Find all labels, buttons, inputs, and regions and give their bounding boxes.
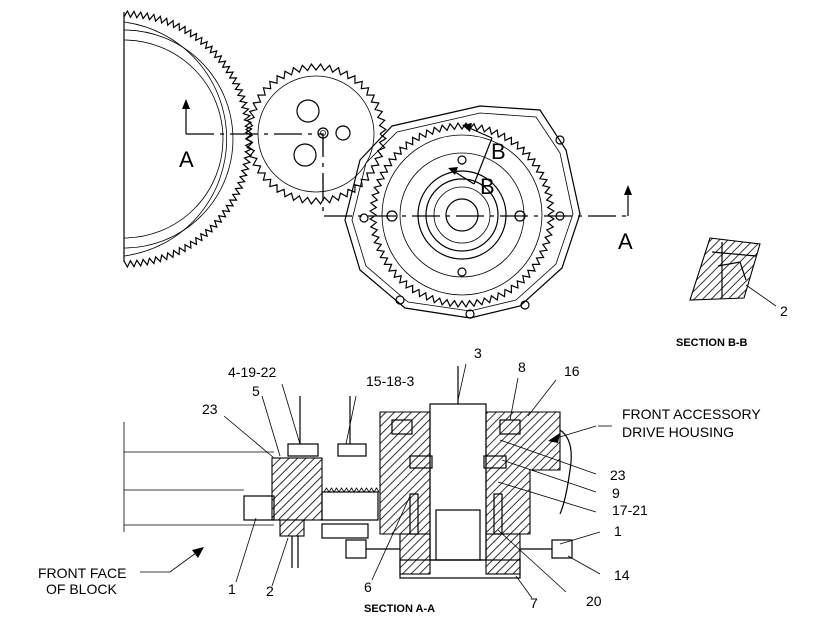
section-bb-caption: SECTION B-B xyxy=(676,337,748,349)
front-accessory-drive-housing-top xyxy=(344,105,581,319)
callout-9: 9 xyxy=(612,485,620,501)
note-front-accessory-line2: DRIVE HOUSING xyxy=(622,424,734,440)
section-b-b-detail: 2 SECTION B-B xyxy=(676,237,788,349)
note-front-face-line2: OF BLOCK xyxy=(46,581,117,597)
note-front-face-line1: FRONT FACE xyxy=(38,565,126,581)
callout-8: 8 xyxy=(518,359,526,375)
callout-2-section-bb: 2 xyxy=(780,303,788,319)
section-marker-a-left: A xyxy=(179,147,194,172)
note-front-accessory-line1: FRONT ACCESSORY xyxy=(622,406,761,422)
section-a-a-cutting-plane: A A xyxy=(179,99,633,254)
callout-15-18-3: 15-18-3 xyxy=(366,373,414,389)
crankshaft-gear xyxy=(123,9,254,269)
section-marker-a-right: A xyxy=(618,229,633,254)
callout-23-top: 23 xyxy=(202,401,218,417)
accessory-drive-gear xyxy=(368,121,556,309)
callout-6: 6 xyxy=(364,579,372,595)
callout-1-bottom: 1 xyxy=(228,581,236,597)
callout-14: 14 xyxy=(614,567,630,583)
callout-17-21: 17-21 xyxy=(612,502,648,518)
gear-train-top-view: A A B B xyxy=(123,9,633,319)
leader-lines xyxy=(140,363,612,599)
section-marker-b-upper: B xyxy=(491,139,506,164)
section-b-b-cutting-plane: B B xyxy=(448,123,506,199)
section-marker-b-lower: B xyxy=(480,174,495,199)
callout-16: 16 xyxy=(564,363,580,379)
callout-5: 5 xyxy=(252,383,260,399)
section-a-a-view: 4-19-22 5 23 15-18-3 3 8 16 FRONT ACCESS… xyxy=(38,345,761,615)
callout-3: 3 xyxy=(474,345,482,361)
callout-7: 7 xyxy=(530,595,538,611)
section-aa-caption: SECTION A-A xyxy=(364,603,435,615)
callout-20: 20 xyxy=(586,593,602,609)
callout-4-19-22: 4-19-22 xyxy=(228,364,276,380)
callout-1-right: 1 xyxy=(614,523,622,539)
callout-2-bottom: 2 xyxy=(266,583,274,599)
callout-23-right: 23 xyxy=(610,467,626,483)
